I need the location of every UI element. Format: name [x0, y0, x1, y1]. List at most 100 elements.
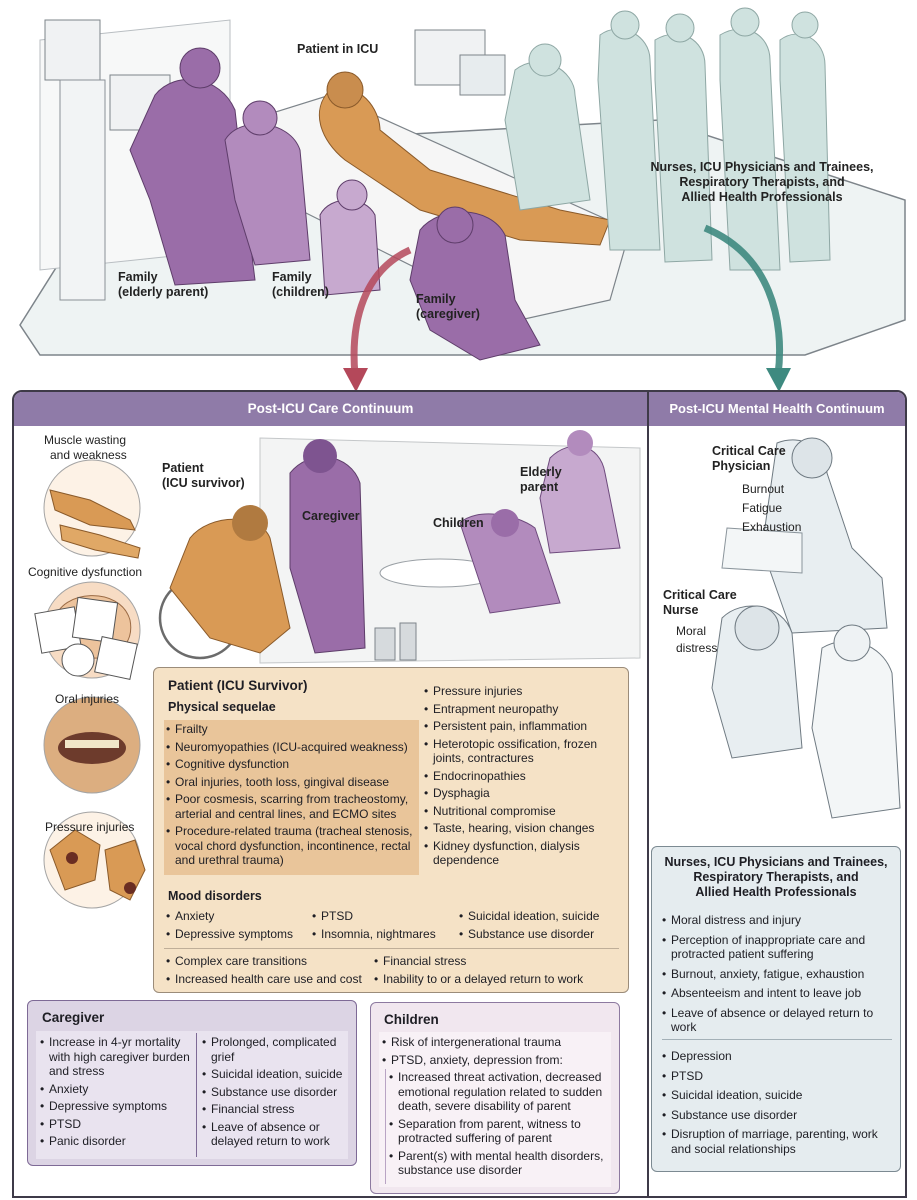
list-item: PTSD, anxiety, depression from: [382, 1053, 612, 1068]
arrow-staff-to-mental [703, 224, 784, 376]
cognitive-test-card-icon [94, 636, 138, 680]
label-muscle-wasting: Muscle wasting and weakness [44, 433, 127, 462]
patient-head [326, 71, 364, 109]
label-critical-care-nurse: Critical Care Nurse [663, 588, 737, 617]
list-item: Depressive symptoms [40, 1099, 195, 1114]
list-item: Neuromyopathies (ICU-acquired weakness) [166, 740, 414, 755]
list-item: Substance use disorder [202, 1085, 350, 1100]
list-item: Poor cosmesis, scarring from tracheostom… [166, 792, 414, 821]
continuum-frame [12, 390, 907, 1198]
list-item: Suicidal ideation, suicide [459, 909, 624, 924]
list-item: Insomnia, nightmares [312, 927, 462, 942]
cognitive-test-card-icon [71, 596, 119, 644]
list-item: Heterotopic ossification, frozen joints,… [424, 737, 624, 766]
label-critical-care-physician: Critical Care Physician [712, 444, 786, 473]
caregiver-list-col2: Prolonged, complicated grief Suicidal id… [202, 1035, 350, 1152]
desk-icon [721, 527, 803, 574]
label-elderly-parent: Elderly parent [520, 465, 562, 494]
list-item: PTSD [662, 1069, 894, 1084]
caregiver-head [303, 439, 337, 473]
staff-box-divider [662, 1039, 892, 1040]
arrow-family-to-care [350, 246, 412, 376]
nurse-symptoms: Moral distress [676, 624, 718, 655]
medication-bottle-icon [399, 622, 417, 661]
list-item: Prolonged, complicated grief [202, 1035, 350, 1064]
list-item: PTSD [40, 1117, 195, 1132]
mood-list-col3: Suicidal ideation, suicide Substance use… [459, 909, 624, 944]
other-right-list: Financial stress Inability to or a delay… [374, 954, 624, 989]
mood-disorders-heading: Mood disorders [168, 889, 262, 903]
label-pressure-injuries: Pressure injuries [45, 820, 135, 834]
label-patient-survivor: Patient (ICU survivor) [162, 461, 245, 490]
physical-left-list: Frailty Neuromyopathies (ICU-acquired we… [166, 722, 414, 871]
leg-icon [59, 524, 141, 559]
list-item: Anxiety [166, 909, 316, 924]
monitor-icon [44, 19, 101, 81]
mood-list-col2: PTSD Insomnia, nightmares [312, 909, 462, 944]
list-item: PTSD [312, 909, 462, 924]
physician-head [791, 437, 833, 479]
label-caregiver: Caregiver [302, 509, 360, 523]
nurse-figure [711, 605, 803, 759]
caregiver-box-title: Caregiver [42, 1010, 105, 1025]
label-children: Children [433, 516, 484, 530]
list-item: Inability to or a delayed return to work [374, 972, 624, 987]
label-family-caregiver: Family (caregiver) [416, 292, 480, 321]
continuum-divider [647, 392, 649, 1198]
list-item: Perception of inappropriate care and pro… [662, 933, 894, 962]
mood-list-col1: Anxiety Depressive symptoms [166, 909, 316, 944]
staff-list-1: Moral distress and injury Perception of … [662, 913, 894, 1040]
patient-survivor-head [232, 505, 268, 541]
list-item: Increased threat activation, decreased e… [389, 1070, 611, 1114]
arrow-head-care [343, 368, 368, 392]
list-item: Absenteeism and intent to leave job [662, 986, 894, 1001]
list-item: Oral injuries, tooth loss, gingival dise… [166, 775, 414, 790]
list-item: Substance use disorder [662, 1108, 894, 1123]
label-patient-in-icu: Patient in ICU [297, 42, 379, 56]
caregiver-box: Caregiver Increase in 4-yr mortality wit… [27, 1000, 357, 1166]
mental-continuum-header: Post-ICU Mental Health Continuum [649, 392, 905, 426]
list-item: Separation from parent, witness to protr… [389, 1117, 611, 1146]
leg-icon [49, 489, 136, 531]
label-family-children: Family (children) [272, 270, 329, 299]
label-oral-injuries: Oral injuries [55, 692, 120, 706]
child-head [491, 509, 519, 537]
list-item: Cognitive dysfunction [166, 757, 414, 772]
list-item: Leave of absence or delayed return to wo… [202, 1120, 350, 1149]
list-item: Depressive symptoms [166, 927, 316, 942]
list-item: Financial stress [202, 1102, 350, 1117]
patient-survivor-box: Patient (ICU Survivor) Physical sequelae… [153, 667, 629, 993]
clinical-staff-group [504, 7, 831, 271]
list-item: Nutritional compromise [424, 804, 624, 819]
clinician-scene-illustration [711, 437, 901, 819]
label-cognitive-dysfunction: Cognitive dysfunction [28, 565, 143, 579]
clock-icon [61, 643, 95, 677]
nurse-head [734, 605, 780, 651]
children-list: Risk of intergenerational trauma PTSD, a… [382, 1035, 612, 1070]
list-item: Panic disorder [40, 1134, 195, 1149]
list-item: Dysphagia [424, 786, 624, 801]
wound-icon [66, 852, 78, 864]
patient-box-title: Patient (ICU Survivor) [168, 678, 308, 693]
children-sublist-bar [385, 1069, 386, 1184]
wound-icon [124, 882, 136, 894]
staff-box-title: Nurses, ICU Physicians and Trainees, Res… [664, 855, 888, 899]
list-item: Moral distress and injury [662, 913, 894, 928]
family-group [129, 47, 541, 361]
patient-box-divider [164, 948, 619, 949]
list-item: Disruption of marriage, parenting, work … [662, 1127, 894, 1156]
physical-sequelae-heading: Physical sequelae [168, 700, 276, 714]
list-item: Anxiety [40, 1082, 195, 1097]
list-item: Complex care transitions [166, 954, 381, 969]
staff-list-2: Depression PTSD Suicidal ideation, suici… [662, 1049, 894, 1161]
caregiver-figure [289, 456, 366, 654]
care-continuum-header: Post-ICU Care Continuum [14, 392, 647, 426]
list-item: Suicidal ideation, suicide [202, 1067, 350, 1082]
caregiver-col-divider [196, 1033, 197, 1157]
list-item: Entrapment neuropathy [424, 702, 624, 717]
elderly-head [567, 430, 593, 456]
list-item: Substance use disorder [459, 927, 624, 942]
physician-symptoms: Burnout Fatigue Exhaustion [742, 482, 802, 534]
list-item: Burnout, anxiety, fatigue, exhaustion [662, 967, 894, 982]
label-staff: Nurses, ICU Physicians and Trainees, Res… [650, 160, 874, 204]
